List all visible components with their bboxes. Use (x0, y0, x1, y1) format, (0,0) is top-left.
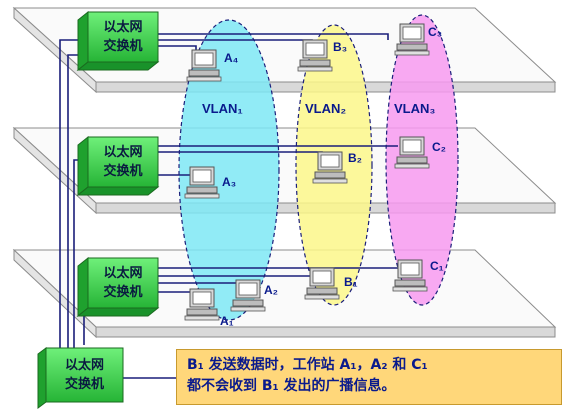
workstation-c2-icon (394, 136, 430, 169)
network-wires (59, 33, 398, 379)
station-a4-label: A₄ (224, 51, 239, 65)
switch-floor3-box (76, 10, 160, 72)
station-b3-label: B₃ (333, 40, 348, 54)
station-b2-label: B₂ (348, 151, 362, 165)
vlan2-label: VLAN₂ (305, 101, 347, 116)
station-a2-label: A₂ (264, 283, 278, 297)
workstation-c1-icon (392, 259, 428, 292)
station-a3-label: A₃ (222, 175, 237, 189)
vlan1-region (178, 19, 280, 321)
switch-label-line2: 交换机 (103, 285, 143, 300)
workstation-c3-icon (394, 23, 430, 56)
switch-backbone-box (37, 347, 124, 409)
switch-label-line1: 以太网 (103, 145, 143, 160)
vlan1-label: VLAN₁ (202, 101, 243, 116)
station-a1-label: A₁ (220, 314, 234, 328)
vlan3-label: VLAN₃ (394, 101, 436, 116)
annotation-note: B₁ 发送数据时，工作站 A₁，A₂ 和 C₁ 都不会收到 B₁ 发出的广播信息… (176, 349, 562, 405)
workstation-a4-icon (186, 49, 222, 82)
note-line-1: B₁ 发送数据时，工作站 A₁，A₂ 和 C₁ (187, 357, 428, 373)
workstation-b1-icon (304, 267, 340, 300)
switch-floor1-label: 以太网 交换机 (88, 264, 158, 302)
workstation-b3-icon (297, 39, 333, 72)
station-c1-label: C₁ (430, 259, 444, 273)
switch-label-line2: 交换机 (64, 377, 104, 392)
switch-label-line1: 以太网 (103, 266, 143, 281)
station-b1-label: B₁ (344, 275, 358, 289)
switch-floor2-box (76, 135, 160, 197)
workstation-a1-icon (184, 288, 220, 321)
switch-floor2-label: 以太网 交换机 (88, 143, 158, 181)
station-c2-label: C₂ (432, 140, 446, 154)
station-c3-label: C₃ (428, 25, 443, 39)
switch-floor1-box (76, 256, 160, 318)
workstation-a2-icon (230, 279, 266, 312)
switch-backbone-label: 以太网 交换机 (46, 356, 123, 394)
note-line-2: 都不会收到 B₁ 发出的广播信息。 (187, 378, 396, 394)
switch-label-line1: 以太网 (64, 358, 104, 373)
switch-label-line2: 交换机 (103, 164, 143, 179)
workstation-b2-icon (312, 151, 348, 184)
workstation-a3-icon (184, 166, 220, 199)
switch-floor3-label: 以太网 交换机 (88, 18, 158, 56)
switch-label-line2: 交换机 (103, 39, 143, 54)
switch-label-line1: 以太网 (103, 20, 143, 35)
